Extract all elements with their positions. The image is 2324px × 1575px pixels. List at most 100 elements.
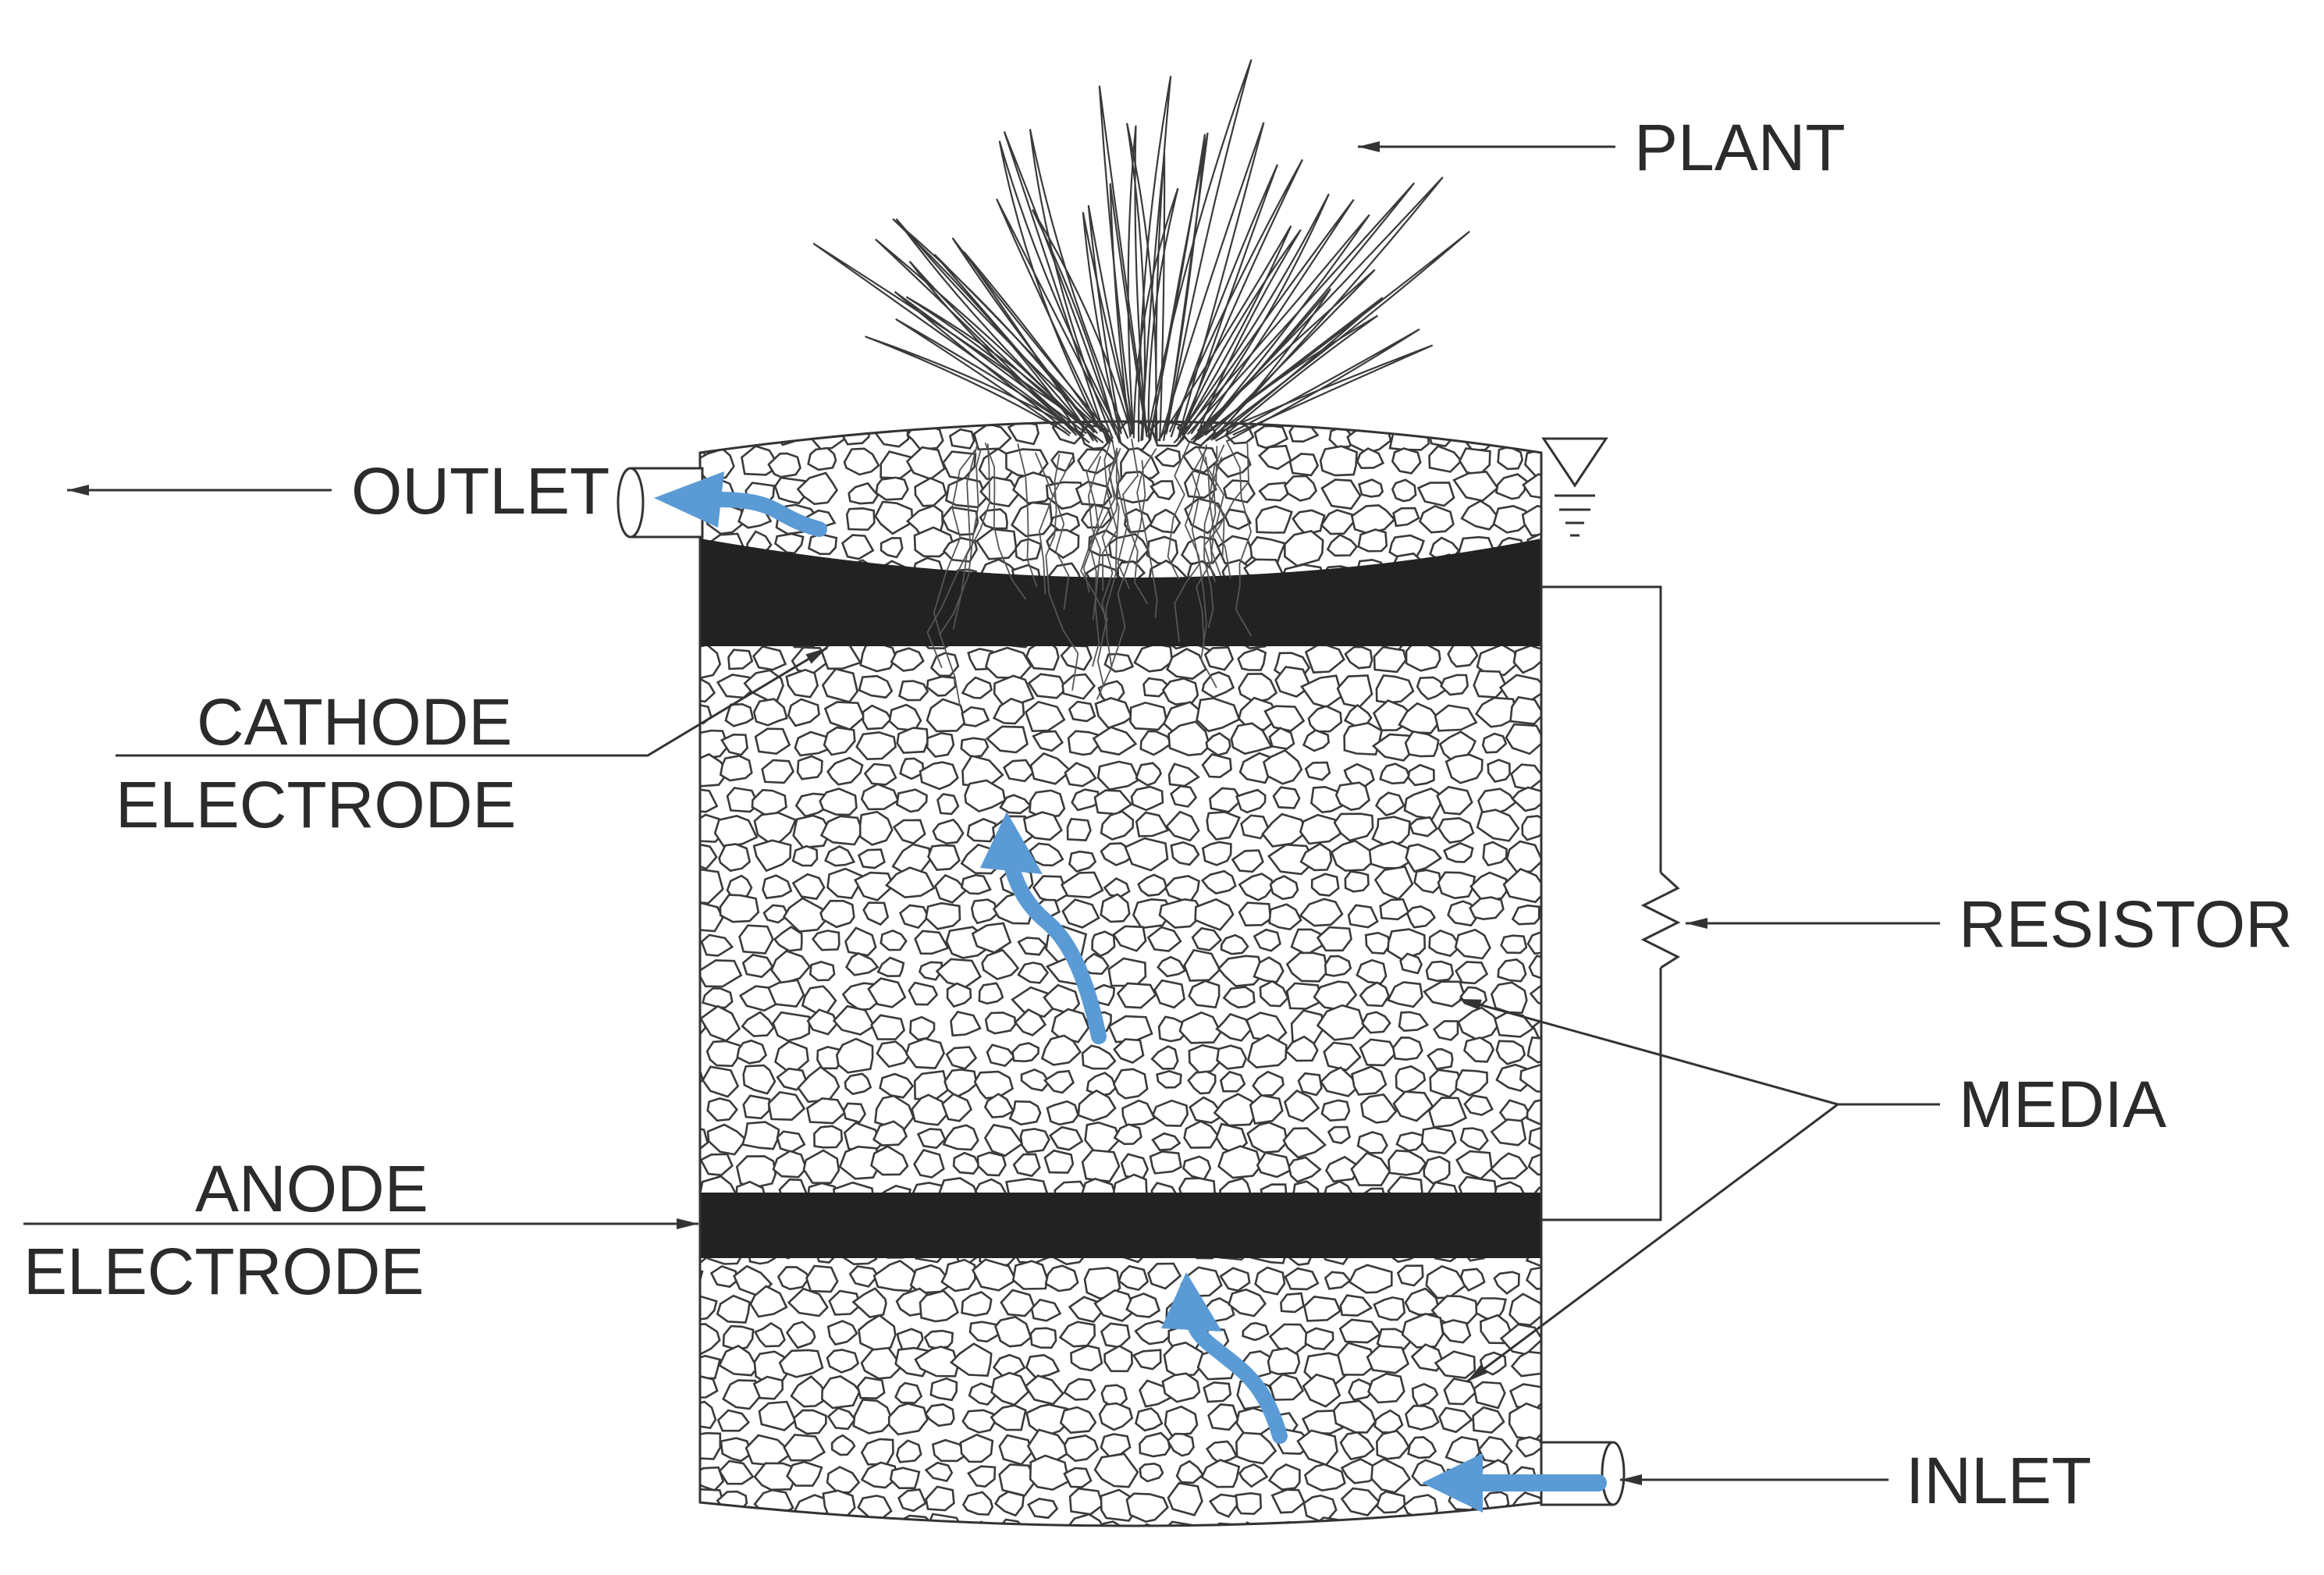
- media-stone: [894, 1381, 923, 1404]
- media-stone: [1035, 1525, 1062, 1526]
- media-stone: [700, 1154, 701, 1184]
- media-stone: [794, 1523, 829, 1526]
- media-stone: [952, 1151, 981, 1175]
- media-stone: [791, 844, 819, 867]
- media-stone: [966, 817, 997, 843]
- media-stone: [776, 1067, 808, 1091]
- root-strand: [1203, 443, 1249, 582]
- media-stone: [983, 1093, 1015, 1118]
- media-stone: [1270, 1488, 1306, 1514]
- media-stone: [1283, 1089, 1320, 1122]
- plant-blade: [1132, 187, 1179, 439]
- media-stone: [1391, 447, 1422, 475]
- media-stone: [767, 979, 805, 1008]
- media-stone: [792, 814, 832, 849]
- media-stone: [812, 930, 840, 951]
- media-stone: [1502, 867, 1541, 904]
- media-stone: [1524, 449, 1541, 478]
- media-stone: [1461, 397, 1484, 418]
- media-stone: [753, 1488, 794, 1518]
- media-stone: [1096, 760, 1140, 791]
- media-stone: [1304, 1327, 1334, 1351]
- media-stone: [773, 926, 803, 952]
- media-stone: [705, 1040, 743, 1068]
- media-stone: [1326, 391, 1355, 414]
- root-strand: [1117, 439, 1139, 589]
- media-leader-1: [1459, 997, 1839, 1106]
- media-stone: [1020, 1068, 1050, 1092]
- media-stone: [1512, 644, 1541, 674]
- media-stone: [720, 1437, 753, 1463]
- media-stone: [1515, 1436, 1541, 1458]
- media-stone: [879, 929, 908, 951]
- media-stone: [1508, 1292, 1541, 1327]
- media-stone: [716, 1294, 751, 1324]
- media-stone: [1405, 843, 1443, 873]
- root-strand: [1110, 460, 1146, 668]
- media-stone: [1071, 788, 1100, 812]
- media-stone: [1472, 1406, 1505, 1434]
- media-stone: [1230, 722, 1274, 756]
- media-stone: [942, 1124, 979, 1151]
- media-stone: [985, 725, 1029, 754]
- media-stone: [787, 1287, 829, 1317]
- media-stone: [971, 1258, 1018, 1292]
- media-stone: [794, 792, 828, 818]
- media-stone: [1092, 726, 1138, 756]
- media-stone: [970, 898, 999, 925]
- media-stone: [1081, 1149, 1121, 1183]
- media-stone: [783, 1433, 826, 1462]
- media-stone: [700, 868, 724, 905]
- media-stone: [700, 1265, 704, 1297]
- media-stone: [1165, 810, 1200, 842]
- media-stone: [1358, 478, 1384, 498]
- media-stone: [1246, 1121, 1288, 1154]
- root-strand: [1017, 443, 1038, 588]
- media-stone: [826, 756, 864, 786]
- media-stone: [892, 819, 926, 844]
- media-stone: [1452, 471, 1499, 503]
- media-stone: [1255, 505, 1293, 534]
- media-stone: [781, 397, 805, 416]
- media-stone: [718, 1344, 759, 1377]
- media-stone: [1133, 642, 1174, 673]
- media-stone: [1200, 1459, 1241, 1488]
- plant-blade: [1170, 164, 1278, 438]
- media-stone: [744, 421, 774, 443]
- media-stone: [1307, 705, 1343, 733]
- media-stone: [1263, 705, 1306, 732]
- media-stone: [1302, 1296, 1341, 1322]
- media-stone: [908, 981, 939, 1006]
- media-stone: [767, 1091, 806, 1122]
- media-stone: [1356, 447, 1385, 470]
- media-stone: [1509, 695, 1541, 725]
- resistor-zigzag-icon: [1640, 871, 1681, 969]
- media-stone: [1183, 1120, 1220, 1149]
- media-stone: [918, 961, 943, 981]
- media-stone: [1238, 672, 1278, 704]
- media-stone: [961, 706, 990, 727]
- media-stone: [916, 1128, 947, 1150]
- plant-blade: [1140, 152, 1166, 442]
- media-label: MEDIA: [1959, 1068, 2166, 1141]
- plant-blade: [1173, 214, 1370, 444]
- resistor-label: RESISTOR: [1959, 887, 2293, 961]
- media-stone: [741, 1011, 776, 1037]
- media-stone: [1219, 1070, 1246, 1093]
- media-stone: [1304, 761, 1331, 781]
- media-stone: [913, 1148, 945, 1179]
- media-stone: [1258, 482, 1289, 502]
- media-stone: [835, 1037, 874, 1074]
- media-stone: [1320, 509, 1355, 535]
- media-stone: [1103, 1345, 1134, 1373]
- media-stone: [1166, 647, 1207, 681]
- media-stone: [785, 1321, 816, 1349]
- media-stone: [897, 1488, 927, 1513]
- media-stone: [1405, 905, 1437, 929]
- media-stone: [1093, 1452, 1139, 1488]
- media-stone: [1240, 814, 1270, 840]
- media-stone: [1283, 475, 1318, 502]
- media-stone: [1505, 723, 1541, 756]
- media-stone: [1319, 445, 1358, 477]
- media-stone: [772, 1150, 808, 1179]
